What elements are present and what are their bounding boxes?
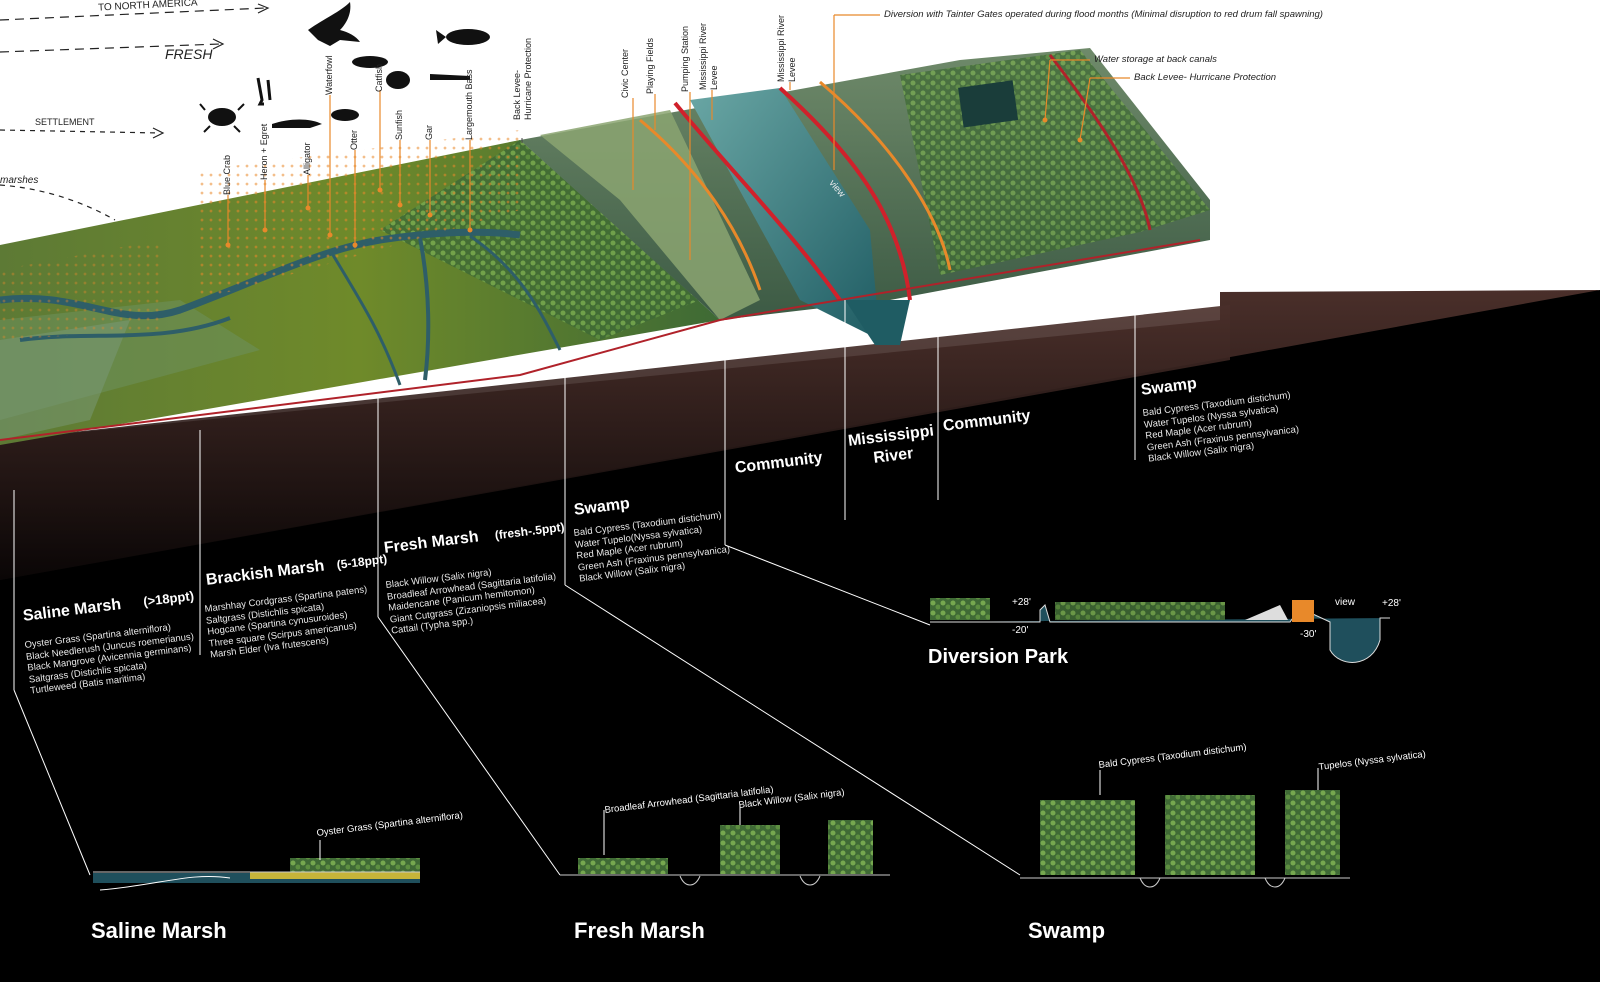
species-label: Sunfish bbox=[394, 109, 404, 140]
label-fresh: FRESH bbox=[165, 46, 213, 62]
label-marshes: marshes bbox=[0, 175, 39, 186]
label-river-levee-b: Mississippi River Levee bbox=[776, 14, 797, 82]
surface-edge bbox=[0, 239, 1201, 441]
river-levee-west bbox=[673, 101, 842, 302]
species-label: Heron + Egret bbox=[259, 123, 269, 180]
label-back-levee-left: Back Levee- Hurricane Protection bbox=[512, 37, 533, 120]
river-levee-east bbox=[778, 86, 912, 301]
species-label: Gar bbox=[424, 124, 434, 140]
river-section bbox=[845, 300, 910, 345]
saline-section-title: Saline Marsh bbox=[91, 918, 227, 943]
species-label: Alligator bbox=[302, 142, 312, 175]
callout-water-storage: Water storage at back canals bbox=[1094, 54, 1217, 65]
diversion-park-section bbox=[930, 598, 1390, 663]
elev-minus20: -20' bbox=[1012, 625, 1029, 636]
diversion-view-label: view bbox=[1335, 597, 1356, 608]
mississippi-river bbox=[690, 88, 880, 340]
fresh-section-title: Fresh Marsh bbox=[574, 918, 705, 943]
gar-icon bbox=[430, 74, 470, 80]
species-label: Otter bbox=[349, 129, 359, 150]
swamp-section bbox=[1020, 768, 1350, 888]
species-label: Waterfowl bbox=[324, 55, 334, 95]
animal-silhouettes bbox=[199, 2, 490, 133]
label-pumping-station: Pumping Station bbox=[680, 25, 690, 92]
species-label: Blue Crab bbox=[222, 154, 232, 195]
elev-plus28-right: +28' bbox=[1382, 598, 1401, 609]
sunfish-icon bbox=[386, 71, 410, 89]
blue-crab-icon bbox=[208, 108, 236, 126]
migration-arrows bbox=[0, 3, 270, 221]
callout-back-levee-right: Back Levee- Hurricane Protection bbox=[1134, 72, 1277, 83]
species-label: Largemouth Bass bbox=[464, 69, 474, 140]
saline-marsh-section bbox=[93, 840, 420, 891]
playing-fields bbox=[540, 110, 760, 320]
species-label: Catfish bbox=[374, 63, 384, 92]
callout-diversion: Diversion with Tainter Gates operated du… bbox=[884, 9, 1323, 20]
label-settlement: SETTLEMENT bbox=[35, 117, 95, 127]
label-civic-center: Civic Center bbox=[620, 48, 630, 98]
elev-plus28-left: +28' bbox=[1012, 597, 1031, 608]
elev-minus30: -30' bbox=[1300, 629, 1317, 640]
label-river-levee-a: Mississippi River Levee bbox=[698, 22, 719, 90]
diversion-park-title: Diversion Park bbox=[928, 646, 1069, 668]
species-leaders bbox=[227, 14, 1130, 260]
fresh-marsh-section bbox=[560, 805, 890, 886]
alligator-icon bbox=[272, 119, 322, 128]
zone-leaders bbox=[13, 255, 1136, 876]
heron-egret-icon bbox=[256, 77, 272, 106]
habitat-dots bbox=[200, 130, 520, 300]
swamp-section-title: Swamp bbox=[1028, 918, 1106, 943]
largemouth-bass-icon bbox=[446, 29, 490, 45]
label-playing-fields: Playing Fields bbox=[645, 37, 655, 94]
otter-icon bbox=[331, 109, 359, 121]
catfish-icon bbox=[352, 56, 388, 68]
waterfowl-icon bbox=[308, 2, 360, 46]
